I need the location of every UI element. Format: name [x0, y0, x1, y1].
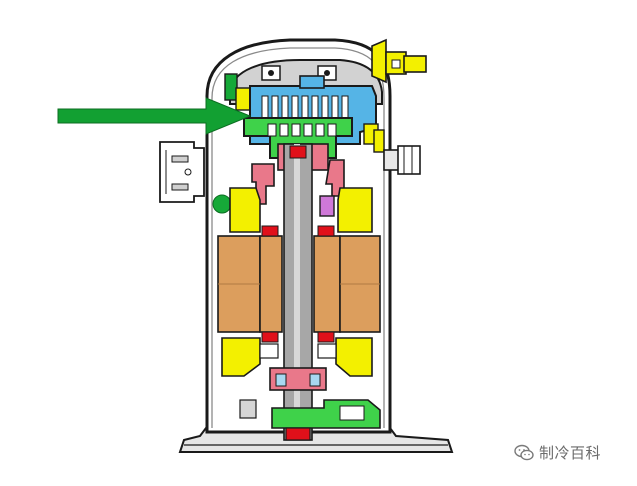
right-yellow-brackets	[363, 123, 385, 153]
oil-sight-glass	[212, 194, 232, 214]
rotor-end-rings	[261, 225, 335, 343]
upper-end-windings	[229, 187, 373, 233]
watermark-text: 制冷百科	[539, 444, 602, 462]
watermark: 制冷百科	[514, 442, 601, 463]
scroll-wraps	[261, 95, 349, 135]
lower-end-windings	[221, 337, 373, 377]
left-top-fitting	[224, 73, 238, 101]
terminal-box	[159, 141, 205, 203]
discharge-fitting	[371, 38, 427, 84]
motor-stator	[217, 235, 381, 333]
lower-bearing	[269, 367, 327, 391]
bottom-bracket	[239, 399, 257, 419]
oil-sump	[271, 399, 381, 441]
crankshaft	[283, 143, 313, 441]
suction-flow-arrow	[57, 97, 252, 135]
wechat-icon	[514, 444, 534, 462]
suction-fitting	[383, 145, 421, 175]
